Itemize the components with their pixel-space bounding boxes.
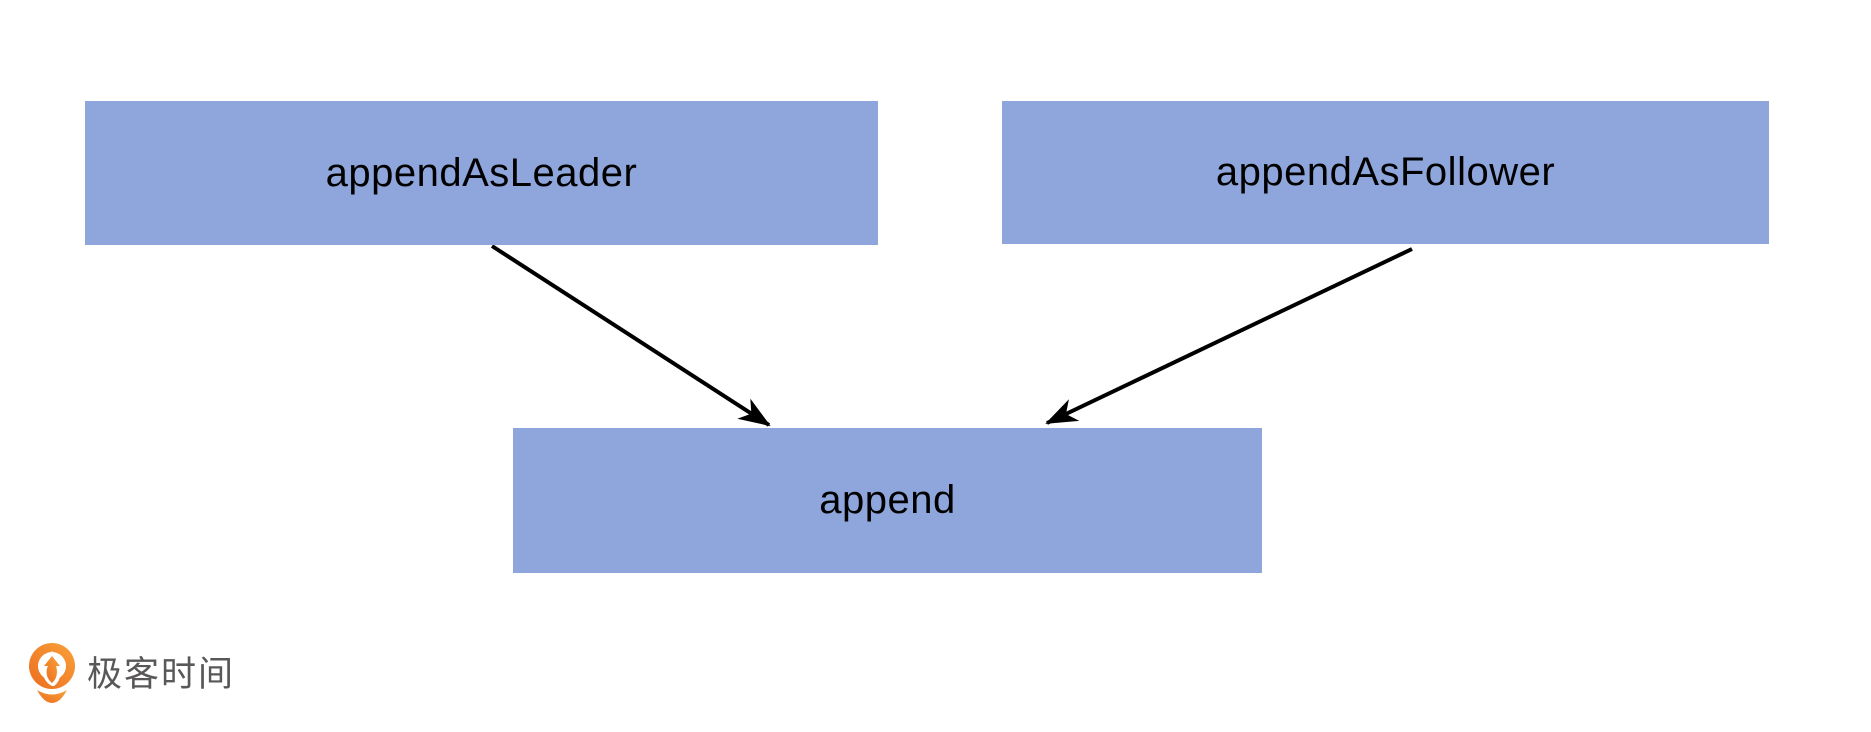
edge-leader-to-append — [490, 244, 771, 427]
geektime-logo-icon — [29, 643, 75, 703]
node-append-as-follower: appendAsFollower — [1002, 101, 1769, 244]
edge-follower-to-append — [1045, 247, 1413, 425]
node-append-label: append — [819, 478, 956, 522]
node-append-as-leader-label: appendAsLeader — [325, 150, 638, 195]
node-append-as-follower-label: appendAsFollower — [1215, 150, 1556, 194]
geektime-logo: 极客时间 — [27, 642, 235, 704]
node-append-as-leader: appendAsLeader — [85, 101, 878, 245]
node-append: append — [513, 428, 1262, 573]
geektime-logo-text: 极客时间 — [87, 654, 236, 694]
